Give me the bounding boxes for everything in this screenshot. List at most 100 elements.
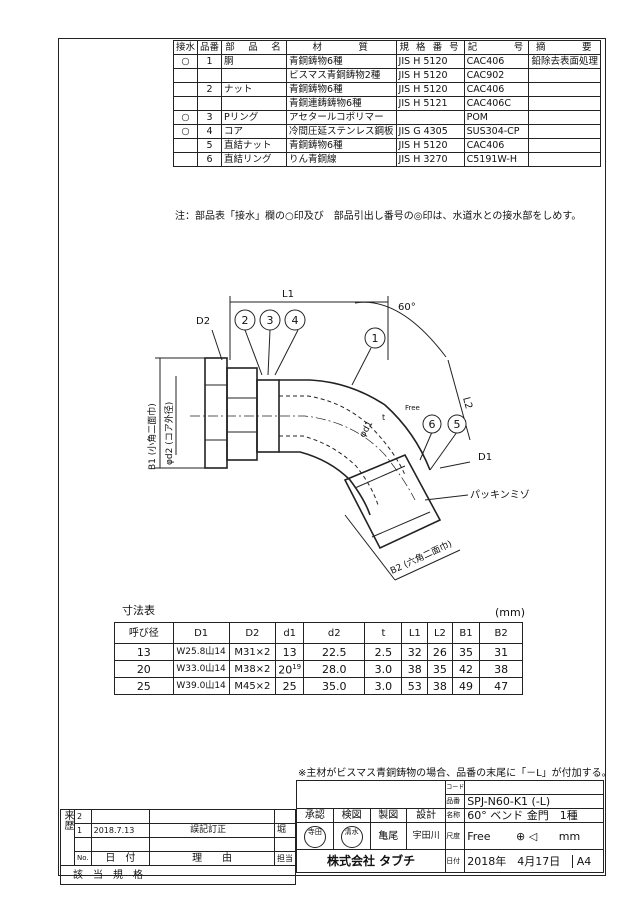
parts-cell-material: りん青銅線: [286, 152, 397, 167]
footer-date: 日 付: [90, 851, 151, 866]
product-no-label: 品番: [445, 794, 466, 809]
approval-label-0: 承認: [296, 808, 334, 823]
product-no: SPJ-N60-K1 (-L): [464, 794, 604, 809]
label-free: Free: [405, 404, 420, 412]
dim-cell: 2.5: [364, 643, 403, 661]
parts-header-row: 接水 品番 部 品 名 材 質 規 格 番 号 記 号 摘 要: [172, 40, 601, 55]
label-D1: D1: [478, 452, 492, 463]
date-label: 日付: [445, 849, 466, 873]
balloon-4-label: 4: [292, 314, 299, 327]
dim-cell: 20: [114, 660, 174, 678]
dim-cell: 31: [479, 643, 523, 661]
dim-cell: M38×2: [228, 660, 277, 678]
label-angle: 60°: [398, 302, 416, 313]
dim-header-cell: L2: [427, 622, 453, 644]
dim-cell: 22.5: [303, 643, 366, 661]
dim-header-cell: d1: [275, 622, 305, 644]
label-d2: φd2 (コア外径): [163, 402, 175, 465]
dim-cell: W25.8山14: [172, 643, 230, 661]
dim-cell: 13: [114, 643, 174, 661]
revision-mark-2: 2: [74, 809, 92, 824]
dim-cell: 38: [427, 677, 453, 695]
label-d1: φd1: [358, 419, 375, 439]
label-B1: B1 (小角二面巾): [146, 403, 158, 470]
balloon-5: [447, 414, 467, 434]
revision-block: 来歴 2 1 2018.7.13 誤記訂正 堀 No. 日 付 理 由 担当 該…: [60, 809, 297, 885]
title-block: コード 品番 SPJ-N60-K1 (-L) 承認 検図 製図 設計 名称 60…: [295, 780, 604, 873]
dim-cell: 32: [401, 643, 429, 661]
approval-label-2: 製図: [369, 808, 408, 823]
dim-cell: W39.0山14: [172, 677, 230, 695]
scale-label: 尺度: [445, 822, 466, 850]
label-packing-groove: パッキンミゾ: [470, 489, 530, 501]
revision-mark-1: 1: [74, 823, 92, 838]
product-name: 60° ベンド 金門 1種: [464, 808, 604, 823]
dim-header-cell: L1: [401, 622, 429, 644]
dim-cell: 28.0: [303, 660, 366, 678]
spec-label: 該 当 規 格: [60, 865, 296, 885]
stamp-terada: 寺田: [303, 825, 326, 848]
balloon-3: [259, 309, 281, 331]
parts-cell-symbol: C5191W-H: [463, 152, 530, 167]
dim-header-cell: D2: [228, 622, 277, 644]
label-t: t: [382, 413, 385, 422]
balloon-6-label: 6: [429, 418, 436, 431]
dim-header-cell: D1: [172, 622, 230, 644]
dim-cell: M45×2: [228, 677, 277, 695]
dim-cell: 13: [275, 643, 305, 661]
dim-cell: 35: [451, 643, 481, 661]
parts-note: 注：部品表「接水」欄の○印及び 部品引出し番号の◎印は、水道水との接水部をしめす…: [175, 211, 582, 222]
parts-cell-standard: JIS H 3270: [395, 152, 465, 167]
parts-cell-no: 4: [197, 124, 223, 139]
drawing-date: 2018年 4月17日: [467, 854, 561, 868]
dim-cell: 25: [114, 677, 174, 695]
approver-udagawa: 宇田川: [406, 822, 447, 850]
dim-header-cell: 呼び径: [114, 622, 174, 644]
dim-cell: 38: [401, 660, 429, 678]
dim-table-unit: (mm): [495, 606, 526, 619]
dim-header-cell: B1: [451, 622, 481, 644]
label-D2: D2: [196, 316, 210, 327]
projection-symbol: ⊕ ◁: [516, 829, 538, 843]
dim-cell: 35: [427, 660, 453, 678]
approval-label-1: 検図: [332, 808, 371, 823]
parts-cell-name: 直結リング: [221, 152, 288, 167]
revision-reason: 誤記訂正: [149, 823, 275, 838]
balloon-6: [422, 414, 442, 434]
scale-value: Free: [467, 829, 491, 843]
dim-table-title: 寸法表: [122, 604, 155, 617]
dim-cell: 42: [451, 660, 481, 678]
dim-cell: 3.0: [364, 677, 403, 695]
approver-kameo: 亀尾: [369, 822, 408, 850]
balloon-1-label: 1: [372, 332, 379, 345]
footer-no: No.: [74, 851, 92, 866]
bismuth-note: ※主材がビスマス青銅鋳物の場合、品番の末尾に「－L」が付加する。: [298, 768, 612, 779]
dim-cell: 38: [479, 660, 523, 678]
revision-stamp: 堀: [273, 823, 297, 838]
parts-cell-remark: [528, 152, 601, 167]
balloon-3-label: 3: [267, 314, 274, 327]
dim-header-cell: B2: [479, 622, 523, 644]
dim-cell: M31×2: [228, 643, 277, 661]
dim-cell: W33.0山14: [172, 660, 230, 678]
revision-date: 2018.7.13: [90, 823, 151, 838]
balloon-5-label: 5: [454, 418, 461, 431]
balloon-2-label: 2: [242, 314, 249, 327]
name-label: 名称: [445, 808, 466, 823]
code-label: コード: [445, 780, 466, 795]
balloon-2: [234, 309, 256, 331]
label-L1: L1: [282, 289, 294, 300]
company-name: 株式会社 タブチ: [295, 849, 447, 873]
